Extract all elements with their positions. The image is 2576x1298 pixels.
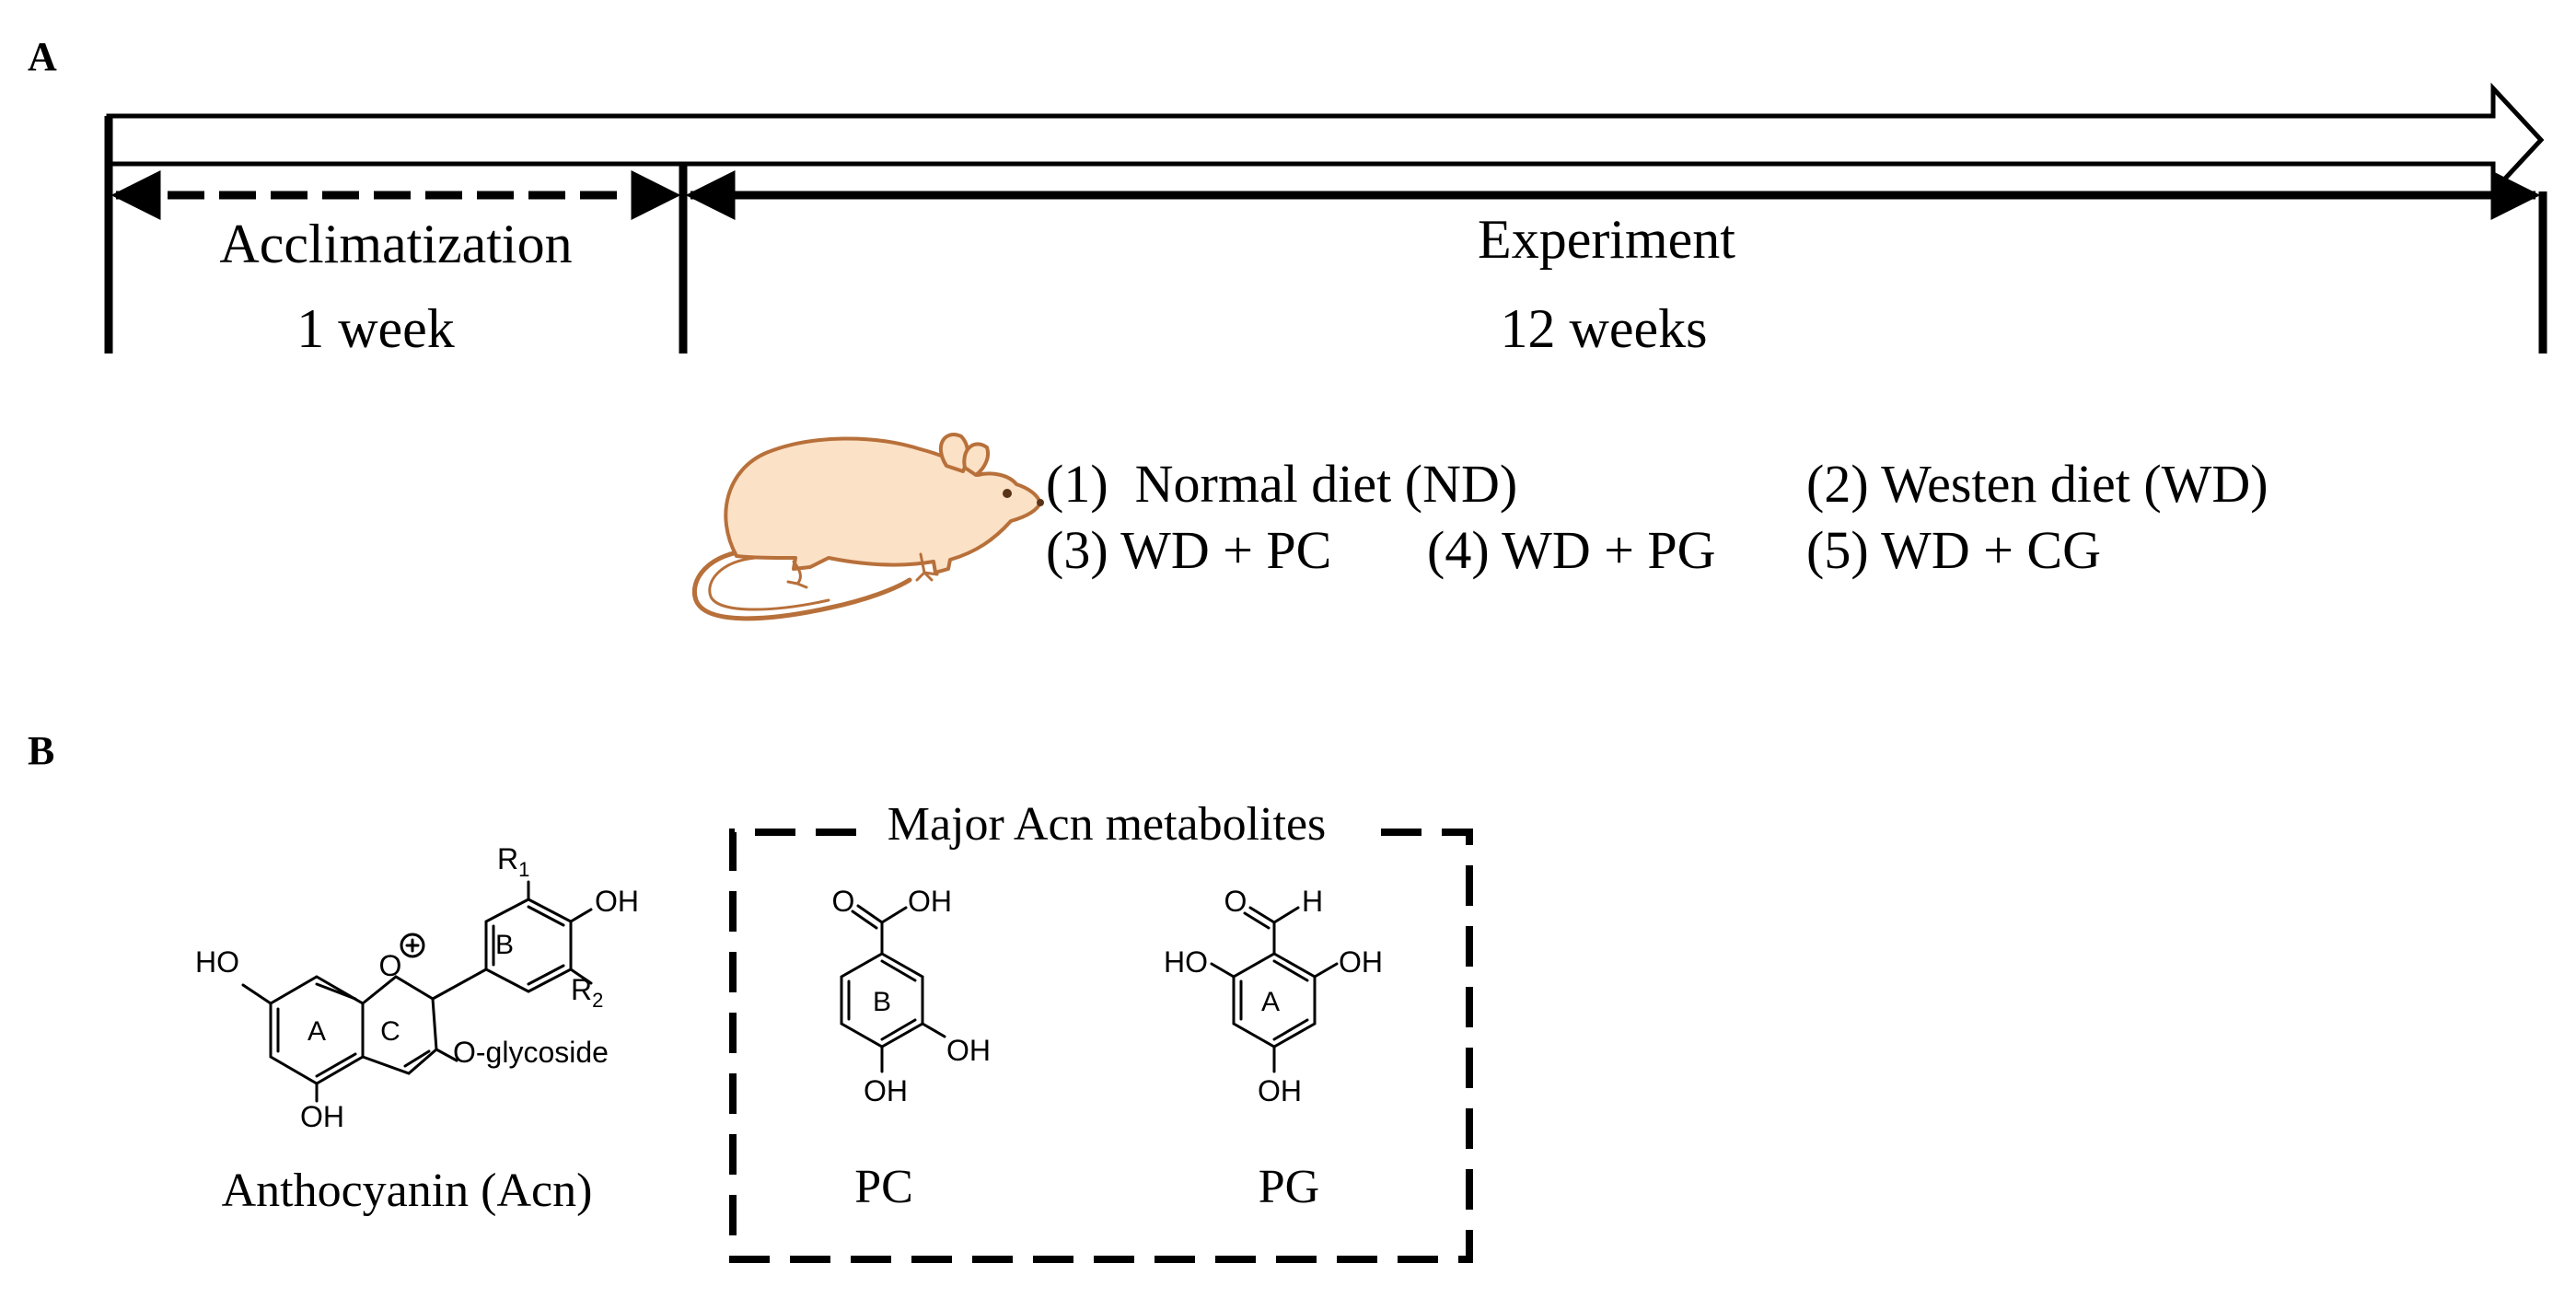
- anthocyanin-structure: [241, 880, 593, 1103]
- anthocyanin-caption: Anthocyanin (Acn): [222, 1165, 593, 1217]
- pg-atom-oh-bottom: OH: [1258, 1074, 1302, 1107]
- experiment-duration: 12 weeks: [1501, 298, 1708, 359]
- group-4: (4) WD + PG: [1427, 520, 1716, 580]
- anthocyanin-atom-glycoside: O-glycoside: [453, 1036, 609, 1069]
- acclimatization-title: Acclimatization: [219, 214, 572, 274]
- pc-atom-o: O: [832, 885, 855, 918]
- group-2: (2) Westen diet (WD): [1806, 454, 2269, 514]
- anthocyanin-atom-r1: R1: [497, 842, 529, 881]
- pg-atom-o: O: [1224, 885, 1247, 918]
- pc-atom-oh-para: OH: [864, 1074, 908, 1107]
- panel-label-b: B: [28, 728, 54, 773]
- panel-label-a: A: [28, 34, 57, 79]
- anthocyanin-atom-oh-b: OH: [595, 885, 639, 918]
- anthocyanin-ring-b: B: [495, 930, 514, 960]
- pc-caption: PC: [854, 1161, 913, 1213]
- pg-atom-ho: HO: [1164, 945, 1208, 979]
- timeline: Acclimatization 1 week Experiment 12 wee…: [104, 82, 2547, 359]
- anthocyanin-labels: HO OH O OH R1 R2 O-glycoside A B C Antho…: [195, 842, 639, 1217]
- anthocyanin-atom-ho: HO: [195, 945, 239, 979]
- anthocyanin-atom-r2: R2: [571, 973, 603, 1012]
- group-1: (1) Normal diet (ND): [1046, 454, 1517, 514]
- metabolites-box-title: Major Acn metabolites: [888, 798, 1327, 851]
- experiment-title: Experiment: [1478, 209, 1735, 270]
- pc-atom-oh-meta: OH: [946, 1034, 991, 1067]
- metabolites-box: Major Acn metabolites: [729, 798, 1473, 1263]
- pg-structure: [1210, 906, 1339, 1073]
- pg-ring-a: A: [1261, 987, 1280, 1017]
- anthocyanin-atom-o-plus: O: [379, 949, 402, 982]
- acclimatization-duration: 1 week: [296, 298, 455, 359]
- pc-labels: O OH OH OH B PC: [832, 885, 991, 1213]
- group-3: (3) WD + PC: [1046, 520, 1331, 580]
- anthocyanin-atom-oh-bottom: OH: [300, 1100, 344, 1133]
- anthocyanin-ring-c: C: [380, 1016, 400, 1047]
- pc-structure: [840, 904, 946, 1073]
- pg-atom-oh-right: OH: [1339, 945, 1383, 979]
- anthocyanin-ring-a: A: [307, 1016, 326, 1047]
- diet-group-list: (1) Normal diet (ND) (2) Westen diet (WD…: [1046, 454, 2269, 580]
- group-5: (5) WD + CG: [1806, 520, 2101, 580]
- pc-ring-b: B: [873, 987, 891, 1017]
- pg-atom-h: H: [1302, 885, 1323, 918]
- mouse-icon: [692, 433, 1044, 621]
- pg-labels: O H HO OH OH A PG: [1164, 885, 1383, 1213]
- pc-atom-oh-acid: OH: [908, 885, 952, 918]
- timeline-hollow-arrow: [106, 82, 2545, 198]
- pg-caption: PG: [1259, 1161, 1319, 1213]
